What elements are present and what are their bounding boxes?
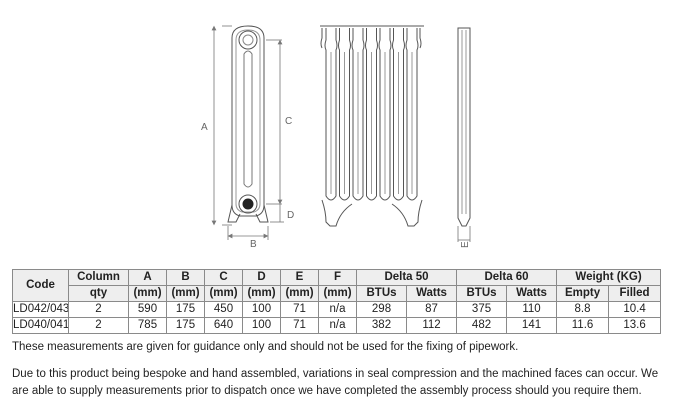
side-view	[320, 25, 424, 227]
label-b: B	[250, 239, 257, 250]
header-a-unit: (mm)	[128, 285, 167, 302]
table-cell: 141	[506, 317, 558, 334]
table-row: LD040/041 2 785 175 640 100 71 n/a 382 1…	[12, 317, 662, 334]
radiator-column	[338, 28, 351, 201]
dimension-d	[270, 204, 284, 223]
header-delta50: Delta 50	[355, 269, 458, 286]
header-f-unit: (mm)	[318, 285, 357, 302]
header-weight: Weight (KG)	[556, 269, 662, 286]
radiator-column	[405, 28, 419, 201]
table-cell: 13.6	[608, 317, 662, 334]
table-cell: 11.6	[556, 317, 610, 334]
table-cell: 450	[204, 301, 243, 318]
header-qty: qty	[68, 285, 129, 302]
label-e: E	[460, 241, 471, 248]
radiator-column	[378, 28, 392, 201]
dimension-c	[266, 39, 283, 205]
header-d50-btus: BTUs	[356, 285, 407, 302]
header-delta60: Delta 60	[456, 269, 558, 286]
header-b: B	[166, 269, 205, 286]
header-c: C	[204, 269, 243, 286]
table-cell: LD042/043	[12, 301, 69, 318]
radiator-diagram: A C D B E	[201, 25, 471, 250]
header-d60-watts: Watts	[506, 285, 558, 302]
header-a: A	[128, 269, 167, 286]
header-d60-btus: BTUs	[456, 285, 508, 302]
table-cell: 2	[68, 301, 129, 318]
table-cell: 100	[242, 301, 281, 318]
header-e: E	[280, 269, 319, 286]
table-subheader-row: qty (mm) (mm) (mm) (mm) (mm) (mm) BTUs W…	[13, 285, 662, 302]
radiator-column	[365, 28, 378, 201]
table-cell: 110	[506, 301, 558, 318]
table-cell: 175	[166, 317, 205, 334]
bespoke-note: Due to this product being bespoke and ha…	[12, 368, 659, 397]
specification-table: Code Column A B C D E F Delta 50 Delta 6…	[12, 269, 662, 334]
header-d-unit: (mm)	[242, 285, 281, 302]
table-cell: 87	[405, 301, 458, 318]
header-c-unit: (mm)	[204, 285, 243, 302]
table-cell: 71	[280, 317, 319, 334]
table-cell: 71	[280, 301, 319, 318]
dimension-e	[457, 226, 471, 242]
header-d: D	[242, 269, 281, 286]
header-d50-watts: Watts	[405, 285, 458, 302]
label-c: C	[285, 116, 292, 127]
label-d: D	[287, 210, 294, 221]
table-cell: n/a	[318, 301, 357, 318]
table-cell: 382	[356, 317, 407, 334]
header-b-unit: (mm)	[166, 285, 205, 302]
header-column: Column	[68, 269, 129, 286]
table-cell: 375	[456, 301, 508, 318]
header-filled: Filled	[608, 285, 662, 302]
front-view	[227, 25, 269, 223]
table-cell: 100	[242, 317, 281, 334]
table-cell: 175	[166, 301, 205, 318]
radiator-column	[324, 28, 338, 201]
header-empty: Empty	[556, 285, 610, 302]
table-row: LD042/043 2 590 175 450 100 71 n/a 298 8…	[12, 301, 662, 318]
radiator-column	[392, 28, 405, 201]
label-a: A	[201, 122, 208, 133]
dimension-a	[211, 25, 232, 226]
table-cell: 298	[356, 301, 407, 318]
table-cell: 2	[68, 317, 129, 334]
table-cell: 482	[456, 317, 508, 334]
table-cell: 640	[204, 317, 243, 334]
header-f: F	[318, 269, 357, 286]
table-cell: 590	[128, 301, 167, 318]
table-cell: 8.8	[556, 301, 610, 318]
header-code: Code	[12, 269, 69, 302]
table-cell: 112	[405, 317, 458, 334]
table-cell: 10.4	[608, 301, 662, 318]
header-e-unit: (mm)	[280, 285, 319, 302]
guidance-note: These measurements are given for guidanc…	[12, 341, 519, 353]
edge-view	[457, 27, 471, 227]
table-header-row: Code Column A B C D E F Delta 50 Delta 6…	[12, 269, 662, 302]
dimension-b	[227, 226, 269, 240]
table-cell: 785	[128, 317, 167, 334]
table-cell: n/a	[318, 317, 357, 334]
table-cell: LD040/041	[12, 317, 69, 334]
radiator-column	[351, 28, 365, 201]
